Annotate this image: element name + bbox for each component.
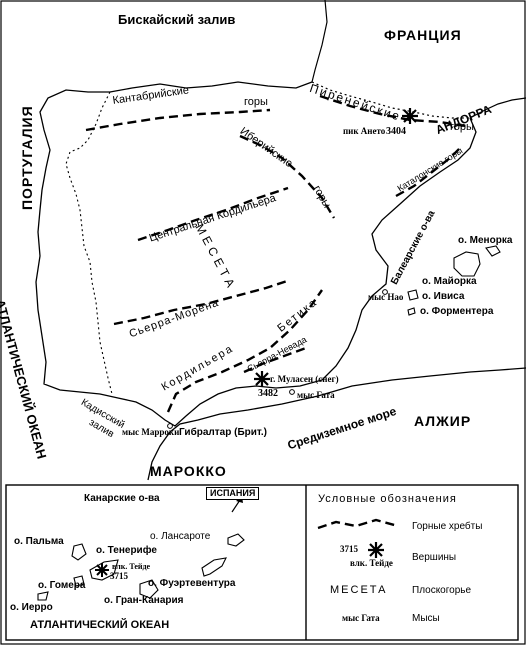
mountain-ranges — [85, 94, 467, 413]
portugal-spain-border — [65, 91, 113, 395]
label-hierro: о. Иерро — [10, 602, 53, 613]
peak-mulhacen-icon — [254, 371, 270, 387]
range-sierra-morena — [113, 278, 291, 326]
range-catalan — [395, 145, 463, 198]
island-mallorca — [453, 251, 481, 277]
label-menorca: о. Менорка — [458, 235, 513, 246]
range-betica — [166, 289, 323, 413]
label-ibiza: о. Ивиса — [422, 291, 465, 302]
island-tenerife — [89, 559, 119, 581]
label-mulhacen: г. Муласен (снег) — [270, 374, 339, 384]
label-cape-nao: мыс Нао — [368, 292, 404, 302]
legend-cape-sample: мыс Гата — [342, 613, 380, 623]
label-teide-height: 3715 — [110, 571, 128, 581]
iberia-coastline — [35, 81, 477, 427]
island-hierro — [37, 591, 49, 601]
range-central — [137, 186, 289, 242]
legend-title: Условные обозначения — [318, 493, 457, 505]
range-cantabrian — [85, 108, 271, 132]
label-cantabrian-2: горы — [244, 96, 268, 108]
label-pyrenees-2: горы — [450, 121, 474, 133]
legend-peak-name: влк. Тейде — [350, 558, 393, 568]
inset-title: Канарские о-ва — [84, 493, 160, 504]
island-fuerteventura — [201, 557, 227, 577]
range-iberian — [239, 134, 336, 219]
label-mulhacen-height: 3482 — [258, 388, 278, 399]
france-spain-border — [311, 81, 470, 119]
label-fuerteventura: о. Фуэртевентура — [148, 578, 236, 589]
label-cape-gata: мыс Гата — [297, 390, 335, 400]
label-cape-marroqui: мыс Марроки — [122, 427, 180, 437]
label-palma: о. Пальма — [14, 536, 64, 547]
peak-teide-icon — [95, 563, 109, 577]
legend-ranges-label: Горные хребты — [412, 521, 483, 532]
inset-arrow — [231, 499, 241, 513]
cape-gata-marker — [289, 389, 295, 395]
label-formentera: о. Форментера — [420, 306, 494, 317]
bottom-panel-frame — [5, 484, 519, 641]
label-mallorca: о. Майорка — [422, 276, 477, 287]
legend-peak-icon — [368, 542, 384, 558]
legend-plateau-label: Плоскогорье — [412, 585, 472, 596]
label-gomera: о. Гомера — [38, 580, 86, 591]
label-gran-canaria: о. Гран-Канария — [104, 595, 184, 606]
inset-spain-box: ИСПАНИЯ — [206, 487, 260, 500]
label-aneto: пик Ането — [343, 126, 386, 136]
island-menorca — [485, 245, 501, 257]
legend-capes-label: Мысы — [412, 613, 440, 624]
range-sierra-nevada — [243, 346, 307, 374]
island-gran-canaria — [139, 579, 159, 599]
label-algeria: АЛЖИР — [414, 413, 472, 429]
cape-nao-marker — [382, 289, 388, 295]
label-teide: влк. Тейде — [112, 562, 151, 571]
france-south-coast — [469, 97, 526, 119]
island-formentera — [407, 307, 416, 316]
range-pyrenees — [319, 94, 467, 128]
peak-aneto-icon — [402, 108, 418, 124]
island-gomera — [73, 575, 85, 587]
label-lanzarote: о. Лансароте — [150, 531, 211, 542]
inset-ocean: АТЛАНТИЧЕСКИЙ ОКЕАН — [30, 619, 170, 631]
island-ibiza — [407, 289, 419, 301]
legend-plateau-sample: МЕСЕТА — [330, 584, 388, 596]
legend-peak-height: 3715 — [340, 544, 358, 554]
label-portugal: ПОРТУГАЛИЯ — [19, 105, 35, 210]
island-palma — [71, 543, 87, 561]
cape-marroqui-marker — [167, 423, 173, 429]
label-tenerife: о. Тенерифе — [96, 545, 157, 556]
legend-peaks-label: Вершины — [412, 552, 457, 563]
africa-coastline — [147, 367, 526, 481]
label-aneto-height: 3404 — [386, 126, 406, 137]
label-biscay: Бискайский залив — [118, 12, 236, 27]
label-morocco: МАРОККО — [150, 463, 227, 479]
france-coastline — [311, 0, 328, 83]
island-lanzarote — [227, 533, 245, 547]
label-gibraltar: Гибралтар (Брит.) — [179, 427, 268, 438]
label-france: ФРАНЦИЯ — [384, 27, 462, 43]
